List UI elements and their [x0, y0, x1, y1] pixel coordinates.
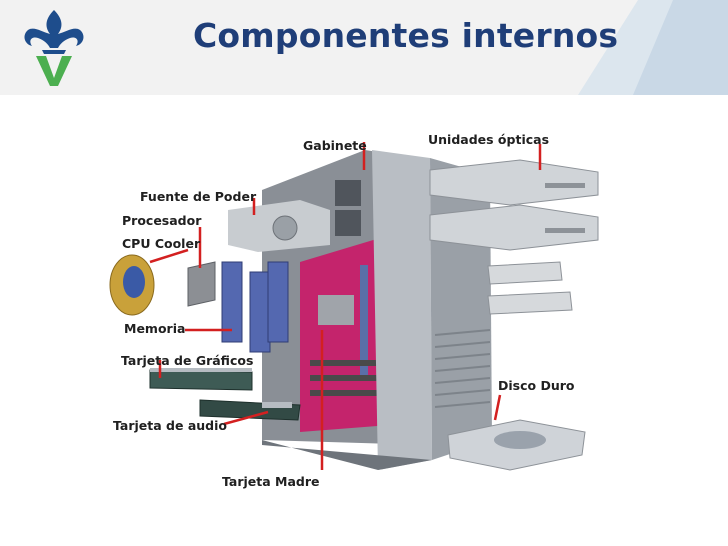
- memory-stick: [221, 261, 243, 343]
- label-procesador: Procesador: [122, 213, 202, 228]
- graphics-card: [149, 369, 253, 391]
- label-tarjeta-madre: Tarjeta Madre: [222, 474, 320, 489]
- label-cpu-cooler: CPU Cooler: [122, 236, 201, 251]
- label-tarjeta-audio: Tarjeta de audio: [113, 418, 227, 433]
- slide-title: Componentes internos: [193, 16, 619, 55]
- slide-header: [0, 0, 728, 95]
- cabinet-front: [372, 150, 432, 470]
- optical-drive-1: [429, 159, 599, 206]
- optical-drive-2: [429, 204, 599, 251]
- pc-components-diagram: [109, 142, 599, 471]
- label-unidades-opticas: Unidades ópticas: [428, 132, 550, 147]
- label-fuente-de-poder: Fuente de Poder: [140, 189, 257, 204]
- pointer-lines: [149, 142, 542, 470]
- label-memoria: Memoria: [124, 321, 186, 336]
- label-tarjeta-graficos: Tarjeta de Gráficos: [121, 353, 254, 368]
- header-decoration: [578, 0, 728, 95]
- processor-chip: [187, 261, 216, 307]
- label-disco-duro: Disco Duro: [498, 378, 575, 393]
- university-logo: [24, 10, 84, 86]
- label-gabinete: Gabinete: [303, 138, 367, 153]
